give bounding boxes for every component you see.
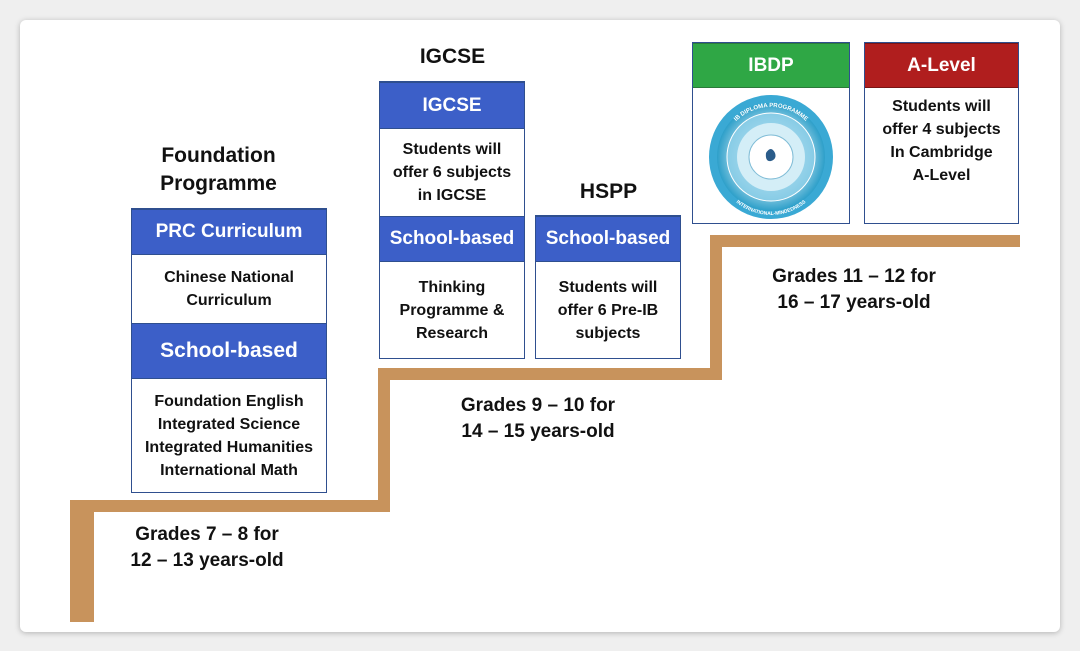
- foundation-grade-text: Grades 7 – 8 for 12 – 13 years-old: [130, 524, 284, 571]
- ibdp-alevel-grade-text: Grades 11 – 12 for 16 – 17 years-old: [772, 266, 936, 313]
- hspp-grade-text: Grades 9 – 10 for 14 – 15 years-old: [460, 395, 616, 442]
- hspp-title: HSPP: [579, 180, 638, 203]
- igcse-school-based-body: Thinking Programme & Research: [399, 278, 505, 342]
- hspp-school-based-header: School-based: [536, 216, 680, 262]
- prc-curriculum-header: PRC Curriculum: [132, 209, 326, 255]
- alevel-box: A-Level Students will offer 4 subjects I…: [864, 42, 1019, 224]
- hspp-body: Students will offer 6 Pre-IB subjects: [557, 278, 659, 342]
- igcse-box: IGCSE Students will offer 6 subjects in …: [379, 81, 525, 359]
- hspp-box: School-based Students will offer 6 Pre-I…: [535, 215, 681, 359]
- ibdp-header: IBDP: [693, 43, 849, 88]
- igcse-title: IGCSE: [419, 45, 486, 68]
- foundation-title: Foundation Programme: [160, 144, 277, 195]
- alevel-header: A-Level: [865, 43, 1018, 88]
- foundation-school-based-body: Foundation English Integrated Science In…: [144, 392, 314, 479]
- foundation-box: PRC Curriculum Chinese National Curricul…: [131, 208, 327, 493]
- igcse-header: IGCSE: [380, 82, 524, 129]
- ibdp-box: IBDP IB DIPLOMA PROGRAMME INTERNATIONAL-…: [692, 42, 850, 224]
- prc-curriculum-body: Chinese National Curriculum: [164, 269, 294, 309]
- igcse-school-based-header: School-based: [380, 216, 524, 262]
- alevel-body: Students will offer 4 subjects In Cambri…: [882, 97, 1001, 184]
- foundation-school-based-header: School-based: [132, 323, 326, 379]
- igcse-body: Students will offer 6 subjects in IGCSE: [392, 141, 512, 204]
- ib-diploma-programme-model-icon: IB DIPLOMA PROGRAMME INTERNATIONAL-MINDE…: [709, 95, 833, 219]
